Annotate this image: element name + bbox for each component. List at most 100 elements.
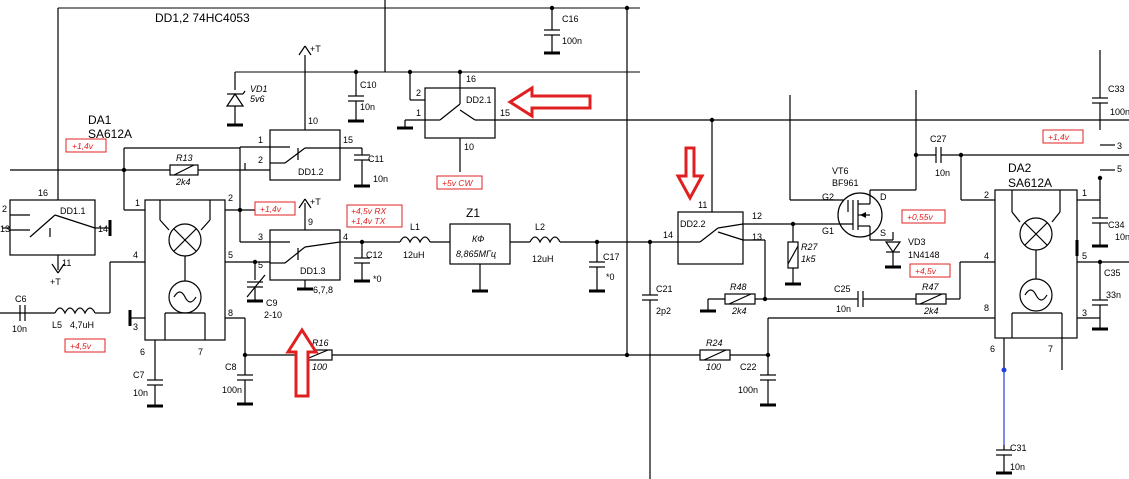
da1-pin-2: 1 — [135, 198, 140, 208]
z1-type: КФ — [472, 234, 484, 244]
dd2-2-pin-13: 13 — [752, 232, 762, 242]
transistor-vt6: VT6 BF961 G2 G1 D S — [789, 90, 919, 241]
da1-ref: DA1 — [88, 113, 112, 127]
c35-ref: C35 — [1104, 268, 1121, 278]
filter-z1: Z1 КФ 8,865МГц — [449, 206, 511, 293]
dd1-1-pin-2: 2 — [2, 204, 7, 214]
c7-value: 10n — [133, 388, 148, 398]
c11-value: 10n — [373, 174, 388, 184]
c16-ref: C16 — [562, 14, 579, 24]
capacitor-c22: C22 100n — [738, 317, 995, 407]
da2-pin-5: 5 — [1082, 251, 1087, 261]
dd1-2-label: DD1.2 — [298, 167, 324, 177]
voltage-tag-8: +1,4v — [1042, 129, 1084, 144]
c31-value: 10n — [1010, 462, 1025, 472]
voltage-tag-2: +1,4v — [254, 201, 296, 216]
voltage-tag-7: +4,5v — [909, 263, 951, 278]
dd2-2-pin-12: 12 — [752, 211, 762, 221]
da1-pin-1: 2 — [228, 193, 233, 203]
resistor-r48: R48 2k4 — [700, 282, 858, 316]
c35-value: 33n — [1106, 290, 1121, 300]
capacitor-c16: C16 100n — [544, 5, 582, 55]
dd2-1-pin-16: 16 — [466, 74, 476, 84]
dd1-1-label: DD1.1 — [60, 206, 86, 216]
resistor-r27: R27 1k5 — [785, 221, 819, 286]
c22-ref: C22 — [740, 362, 757, 372]
dd1-3-pin-5: 5 — [258, 260, 263, 270]
dd2-1-pin-1: 1 — [416, 108, 421, 118]
r16-ref: R16 — [312, 338, 329, 348]
capacitor-c10: C10 10n — [348, 69, 377, 123]
l1-ref: L1 — [410, 222, 420, 232]
da2-pin-1: 1 — [1082, 188, 1087, 198]
arrow-dd2-2-icon — [675, 146, 705, 202]
inductor-l1: L1 12uH — [399, 222, 450, 260]
l5-value: 4,7uH — [70, 320, 94, 330]
switch-dd1-2: +T DD1.2 10 1 2 15 C11 10n — [239, 44, 388, 210]
dd2-1-pin-15: 15 — [500, 108, 510, 118]
c34-value: 10n — [1115, 232, 1129, 242]
c17-value: *0 — [606, 272, 615, 282]
vd3-value: 1N4148 — [908, 250, 940, 260]
c8-ref: C8 — [225, 362, 237, 372]
dd1-3-pin-9: 9 — [308, 217, 313, 227]
c21-ref: C21 — [656, 284, 673, 294]
vt6-part: BF961 — [832, 178, 859, 188]
mixer-da1: DA1 SA612A 1 2 4 5 3 6 7 8 — [88, 113, 270, 357]
switch-dd1-3: +T DD1.3 9 3 5 4 6,7,8 — [237, 197, 348, 295]
da1-pin-3: 3 — [133, 322, 138, 332]
svg-text:+4,5v: +4,5v — [70, 341, 92, 351]
c27-ref: C27 — [930, 134, 947, 144]
resistor-r24: R24 100 — [699, 338, 768, 372]
dd1-2-pin-15: 15 — [343, 135, 353, 145]
z1-ref: Z1 — [466, 206, 480, 220]
capacitor-c17: C17 *0 — [589, 239, 620, 293]
c10-value: 10n — [360, 102, 375, 112]
dd2-1-pin-2: 2 — [416, 88, 421, 98]
c10-ref: C10 — [360, 80, 377, 90]
switch-dd1-1: DD1.1 16 2 13 14 11 +T — [0, 188, 112, 287]
l2-value: 12uH — [532, 254, 554, 264]
dd2-2-label: DD2.2 — [680, 219, 706, 229]
vd1-value: 5v6 — [250, 94, 265, 104]
r13-ref: R13 — [176, 153, 193, 163]
top-rails — [57, 0, 640, 358]
arrow-dd2-1-icon — [507, 85, 592, 119]
da2-part: SA612A — [1008, 176, 1052, 190]
c34-ref: C34 — [1108, 220, 1125, 230]
c6-value: 10n — [12, 324, 27, 334]
svg-text:+1,4v: +1,4v — [1048, 132, 1070, 142]
vt6-pin-d: D — [880, 192, 887, 202]
vd1-ref: VD1 — [250, 84, 268, 94]
c11-ref: C11 — [368, 154, 384, 164]
svg-text:+1,4v: +1,4v — [260, 204, 282, 214]
svg-text:+0,55v: +0,55v — [907, 212, 934, 222]
r47-value: 2k4 — [923, 306, 939, 316]
right-pin-5: 5 — [1117, 164, 1122, 174]
dd1-2-pin-1: 1 — [258, 135, 263, 145]
r24-value: 100 — [706, 362, 721, 372]
resistor-r13: R13 2k4 — [10, 147, 270, 210]
da2-pin-4: 4 — [984, 251, 989, 261]
c12-ref: C12 — [366, 250, 383, 260]
l2-ref: L2 — [535, 222, 545, 232]
dd1-2-pin-2: 2 — [258, 155, 263, 165]
diode-vd3: VD3 1N4148 — [884, 232, 940, 269]
voltage-tag-1: +1,4v — [65, 138, 107, 153]
dd2-2-pin-11: 11 — [698, 200, 707, 210]
dd1-3-pin-3: 3 — [258, 232, 263, 242]
right-pin-3: 3 — [1117, 141, 1122, 151]
capacitor-c12: C12 *0 — [340, 239, 400, 284]
inductor-l2: L2 12uH — [510, 222, 678, 264]
vt6-ref: VT6 — [832, 166, 849, 176]
resistor-r47: R47 2k4 — [915, 261, 995, 316]
mixer-da2: DA2 SA612A 2 1 4 5 8 3 6 7 C31 — [984, 161, 1129, 475]
vt6-pin-g2: G2 — [822, 192, 834, 202]
c8-value: 100n — [222, 385, 242, 395]
right-edge-caps: C33 100n 3 5 C34 10n C35 33n — [1092, 50, 1129, 331]
plus-t-label: +T — [310, 44, 321, 54]
capacitor-c7: C7 10n — [133, 340, 163, 408]
dd2-2-pin-14: 14 — [663, 230, 673, 240]
chip-type-label: DD1,2 74HC4053 — [155, 11, 250, 25]
trimmer-c9: C9 2-10 — [246, 274, 282, 320]
